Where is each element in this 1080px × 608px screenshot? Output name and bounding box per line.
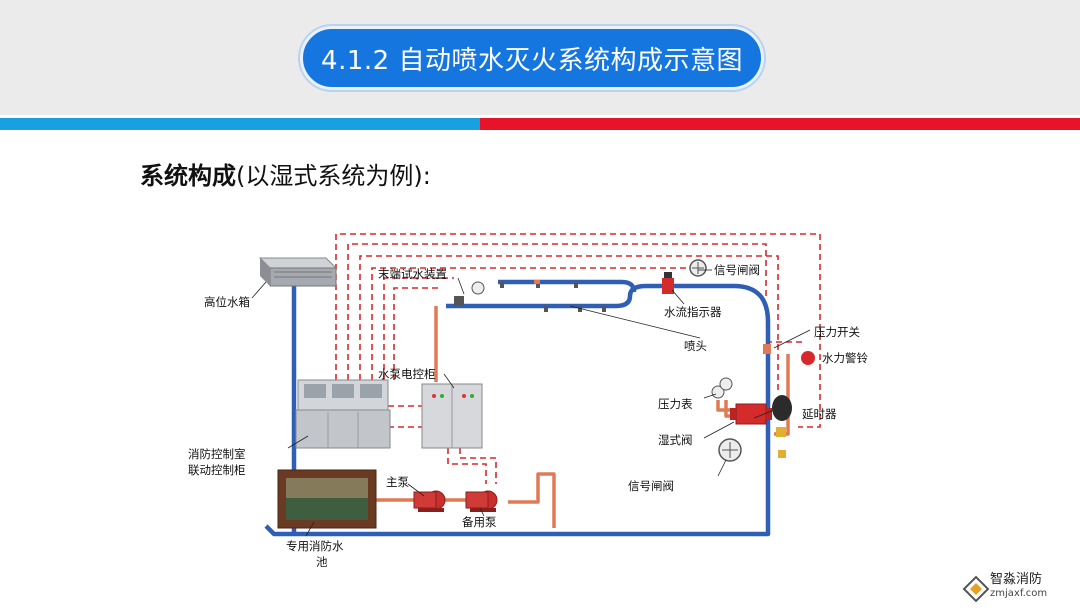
label-pressure-switch: 压力开关 (814, 325, 860, 339)
label-high-level-tank: 高位水箱 (204, 295, 250, 309)
control-console-icon (295, 379, 391, 449)
high-level-tank-icon (258, 257, 338, 287)
brand-domain: zmjaxf.com (990, 588, 1048, 599)
label-standby-pump: 备用泵 (462, 515, 497, 529)
callout-leaders (251, 269, 811, 537)
label-signal-valve-top: 信号闸阀 (714, 263, 760, 277)
divider-bar-blue (0, 118, 480, 130)
signal-wiring (335, 233, 821, 484)
label-wet-alarm-valve: 湿式阀 (658, 433, 693, 447)
label-water-motor-alarm: 水力警铃 (822, 351, 868, 365)
sprinkler-system-diagram: 高位水箱 末端试水装置 信号闸阀 水流指示器 喷头 压力开关 水力警铃 水泵电控… (178, 222, 888, 570)
page-title-pill: 4.1.2 自动喷水灭火系统构成示意图 (300, 26, 764, 90)
end-test-device-icon (454, 281, 485, 306)
divider-bar-red (480, 118, 1080, 130)
standby-pump-icon (465, 490, 498, 512)
label-control-room: 消防控制室 (188, 447, 246, 461)
water-motor-alarm-bell-icon (801, 351, 815, 365)
label-fire-pool-1: 专用消防水 (286, 539, 344, 553)
section-heading: 系统构成(以湿式系统为例): (140, 156, 431, 191)
fire-water-pool-icon (277, 469, 377, 529)
signal-valve-top-icon (689, 259, 707, 277)
main-pump-icon (413, 490, 446, 512)
section-heading-rest: (以湿式系统为例): (236, 162, 431, 190)
signal-valve-bottom-icon (718, 438, 742, 462)
label-end-test-device: 末端试水装置 (378, 267, 447, 281)
label-fire-pool-2: 池 (316, 555, 328, 569)
label-linkage-cabinet: 联动控制柜 (188, 463, 246, 477)
sprinkler-heads (500, 280, 606, 312)
section-heading-bold: 系统构成 (140, 162, 236, 190)
pressure-gauge-icon (711, 377, 733, 399)
pressure-switch-icon (763, 344, 771, 354)
trim-valves (776, 427, 786, 458)
label-sprinkler-head: 喷头 (684, 339, 707, 353)
page-title: 4.1.2 自动喷水灭火系统构成示意图 (321, 45, 743, 76)
label-main-pump: 主泵 (386, 475, 409, 489)
label-pump-control-cabinet: 水泵电控柜 (378, 367, 436, 381)
pump-control-cabinet-icon (421, 383, 483, 449)
brand-logo-icon (962, 575, 990, 603)
brand-name: 智淼消防 (990, 572, 1043, 587)
label-water-flow-indicator: 水流指示器 (664, 305, 722, 319)
water-flow-indicator-icon (662, 272, 674, 294)
brand-logo-text: 智淼消防 zmjaxf.com (990, 573, 1047, 601)
delay-device-icon (772, 395, 792, 421)
label-delay-device: 延时器 (802, 407, 837, 421)
label-signal-valve-bottom: 信号闸阀 (628, 479, 674, 493)
wet-alarm-valve-icon (730, 403, 772, 425)
label-pressure-gauge: 压力表 (658, 397, 693, 411)
